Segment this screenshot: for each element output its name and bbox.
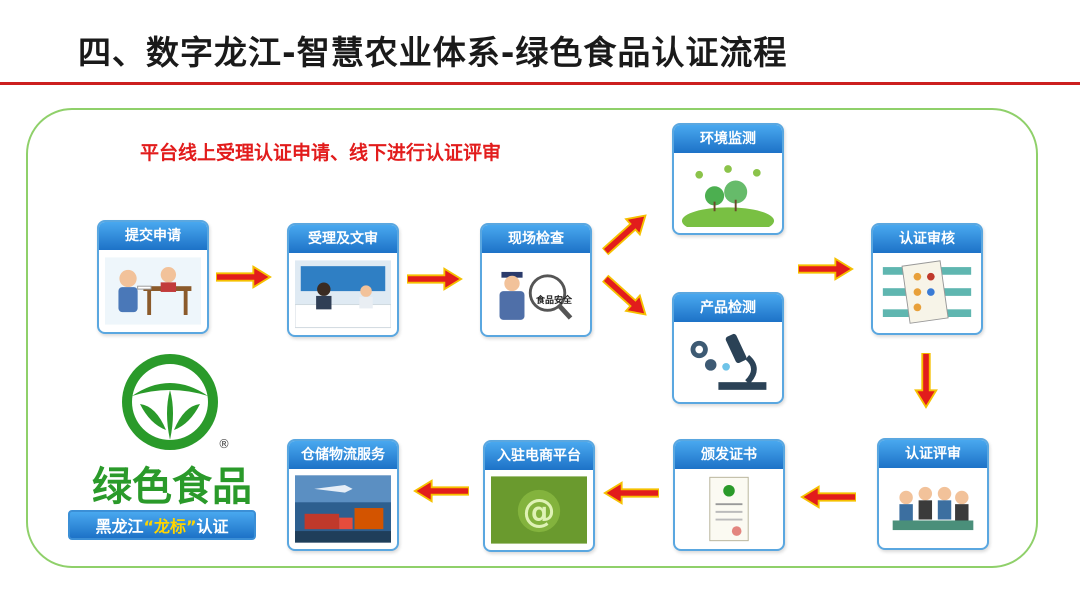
step-label: 认证审核 [873,225,981,255]
application-clerk-illustration [105,256,201,326]
certificate-illustration [681,475,777,543]
registered-mark: ® [218,437,230,451]
step-label: 认证评审 [879,440,987,470]
step-certification-audit: 认证审核 [871,223,983,335]
badge-highlight: “龙标” [143,517,196,536]
step-label: 现场检查 [482,225,590,255]
flow-arrow-left [603,480,659,506]
ecommerce-at-illustration: @ [491,476,587,544]
step-label: 环境监测 [674,125,782,155]
step-acceptance-review: 受理及文审 [287,223,399,337]
review-meeting-illustration [885,474,981,542]
eco-environment-illustration [680,159,776,227]
microscope-illustration [680,328,776,396]
longbiao-certification-badge: 黑龙江“龙标”认证 [68,510,256,540]
step-label: 受理及文审 [289,225,397,255]
inspector-illustration: 食品安全 [488,259,584,329]
flow-arrow-left [413,478,469,504]
flow-arrow-right [216,264,272,290]
step-label: 仓储物流服务 [289,441,397,471]
green-food-logo-text: 绿色食品 [92,454,252,512]
badge-prefix: 黑龙江 [95,517,143,536]
process-note: 平台线上受理认证申请、线下进行认证评审 [140,138,501,165]
step-label: 产品检测 [674,294,782,324]
step-environment-monitoring: 环境监测 [672,123,784,235]
flow-arrow-right [407,266,463,292]
svg-text:@: @ [523,492,556,530]
step-warehouse-logistics: 仓储物流服务 [287,439,399,551]
flow-arrow-left [800,484,856,510]
page-title: 四、数字龙江-智慧农业体系-绿色食品认证流程 [78,26,787,74]
logistics-illustration [295,475,391,543]
step-label: 颁发证书 [675,441,783,471]
title-divider [0,82,1080,85]
step-ecommerce-onboarding: 入驻电商平台 @ [483,440,595,552]
service-counter-illustration [295,259,391,329]
food-safety-sign: 食品安全 [536,293,572,306]
step-onsite-inspection: 现场检查 食品安全 [480,223,592,337]
step-issue-certificate: 颁发证书 [673,439,785,551]
step-submit-application: 提交申请 [97,220,209,334]
badge-suffix: 认证 [197,517,229,536]
step-label: 入驻电商平台 [485,442,593,472]
flow-arrow-down [913,353,939,409]
candidate-review-illustration [879,259,975,327]
step-certification-evaluation: 认证评审 [877,438,989,550]
step-product-testing: 产品检测 [672,292,784,404]
step-label: 提交申请 [99,222,207,252]
flow-arrow-right [798,256,854,282]
